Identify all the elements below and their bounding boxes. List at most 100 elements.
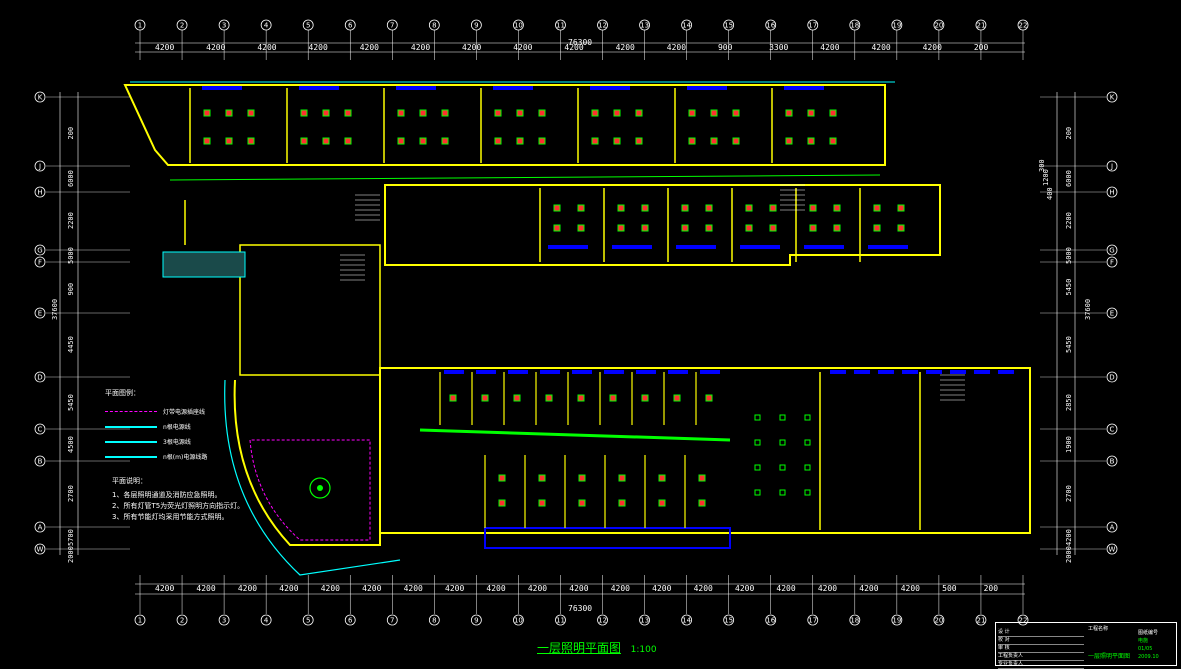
- axis-bubble-bottom: [765, 614, 777, 626]
- light-fixture: [516, 109, 524, 117]
- light-fixture: [203, 109, 211, 117]
- row-axis-bubble: [1106, 244, 1118, 256]
- light-fixture: [577, 394, 585, 402]
- row-axis-label: J: [38, 163, 41, 171]
- left-dim-label: 5450: [67, 394, 75, 411]
- note-item: 1、各层照明通道及消防应急照明。: [112, 491, 222, 499]
- drawing-title: 一层照明平面图 1:100: [537, 637, 657, 656]
- window: [998, 370, 1014, 374]
- top-span-label: 4200: [411, 43, 430, 52]
- notes: 平面说明： 1、各层照明通道及消防应急照明。2、所有灯管T5为荧光灯照明方向指示…: [112, 476, 312, 523]
- top-span-label: 4200: [871, 43, 890, 52]
- window: [540, 370, 560, 374]
- light-fixture: [545, 394, 553, 402]
- axis-label-bottom: 8: [432, 617, 436, 625]
- light-fixture: [538, 109, 546, 117]
- axis-label-bottom: 15: [724, 617, 733, 625]
- light-fixture: [873, 224, 881, 232]
- light-fixture: [635, 137, 643, 145]
- light-fixture: [779, 489, 786, 496]
- bottom-span-label: 500: [942, 584, 957, 593]
- title-block-rows: 设 计校 对审 核工程负责人专业负责人: [998, 629, 1084, 669]
- legend-swatch: [105, 455, 157, 458]
- axis-bubble-bottom: [513, 614, 524, 626]
- axis-label-bottom: 16: [766, 617, 775, 625]
- bottom-span-label: 4200: [735, 584, 754, 593]
- right-dim-label: 5450: [1065, 336, 1073, 353]
- light-fixture: [538, 474, 546, 482]
- axis-bubble-bottom: [386, 614, 398, 626]
- light-fixture: [247, 109, 255, 117]
- notes-items: 1、各层照明通道及消防应急照明。 2、所有灯管T5为荧光灯照明方向指示灯。 3、所有…: [112, 490, 312, 523]
- top-span-label: 3300: [769, 43, 788, 52]
- window: [902, 370, 918, 374]
- right-dim-label: 2850: [1065, 394, 1073, 411]
- bottom-span-label: 4200: [486, 584, 505, 593]
- top-span-label: 4200: [360, 43, 379, 52]
- legend-label: n根电源线: [163, 424, 191, 431]
- left-dim-label: 2000: [67, 546, 75, 563]
- row-axis-label: C: [1110, 426, 1115, 434]
- axis-label-top: 18: [850, 22, 859, 30]
- note-item: 3、所有节能灯均采用节能方式照明。: [112, 513, 229, 521]
- top-span-label: 4200: [155, 43, 174, 52]
- row-axis-label: A: [38, 524, 43, 532]
- axis-label-top: 20: [934, 22, 943, 30]
- top-span-label: 4200: [564, 43, 583, 52]
- light-fixture: [897, 224, 905, 232]
- light-fixture: [754, 439, 761, 446]
- row-axis-label: J: [1110, 163, 1113, 171]
- light-fixture: [203, 137, 211, 145]
- light-fixture: [247, 137, 255, 145]
- light-fixture: [833, 204, 841, 212]
- light-fixture: [829, 137, 837, 145]
- bottom-span-label: 4200: [818, 584, 837, 593]
- axis-bubble-bottom: [891, 614, 903, 626]
- axis-bubble-bottom: [1017, 614, 1029, 626]
- bottom-span-label: 4200: [569, 584, 588, 593]
- light-fixture: [641, 204, 649, 212]
- axis-bubble-bottom: [933, 614, 945, 626]
- title-block-row: 审 核: [998, 645, 1084, 653]
- axis-label-bottom: 7: [390, 617, 394, 625]
- top-total-text: 76300: [568, 38, 593, 47]
- row-axis-bubble: [1106, 423, 1118, 435]
- title-block-drawing: 一层照明平面图: [1088, 653, 1131, 660]
- light-fixture: [441, 137, 449, 145]
- light-fixture: [732, 137, 740, 145]
- row-axis-label: G: [37, 247, 42, 255]
- left-dim-label: 2200: [67, 212, 75, 229]
- row-axis-label: D: [37, 374, 42, 382]
- window: [590, 86, 630, 90]
- right-dim-label: 5000: [1065, 247, 1073, 264]
- axis-label-top: 6: [348, 22, 353, 30]
- window: [476, 370, 496, 374]
- light-fixture: [833, 224, 841, 232]
- light-fixture: [809, 204, 817, 212]
- note-item: 2、所有灯管T5为荧光灯照明方向指示灯。: [112, 502, 245, 510]
- bottom-span-label: 4200: [279, 584, 298, 593]
- light-fixture: [618, 499, 626, 507]
- left-dim-label: 6000: [67, 170, 75, 187]
- axis-label-top: 2: [180, 22, 184, 30]
- axis-bubble-bottom: [849, 614, 861, 626]
- light-fixture: [577, 204, 585, 212]
- light-fixture: [688, 137, 696, 145]
- axis-bubble-bottom: [555, 614, 566, 626]
- row-axis-label: A: [1110, 524, 1115, 532]
- axis-label-top: 3: [222, 22, 226, 30]
- light-fixture: [397, 137, 405, 145]
- row-axis-label: K: [1110, 94, 1115, 102]
- light-fixture: [300, 137, 308, 145]
- light-fixture: [779, 414, 786, 421]
- light-fixture: [591, 137, 599, 145]
- light-fixture: [617, 224, 625, 232]
- axis-label-bottom: 5: [306, 617, 310, 625]
- top-span-label: 200: [974, 43, 989, 52]
- light-fixture: [681, 204, 689, 212]
- row-axis-bubble: [34, 91, 46, 103]
- row-axis-bubble: [34, 455, 46, 467]
- axis-label-bottom: 22: [1019, 617, 1028, 625]
